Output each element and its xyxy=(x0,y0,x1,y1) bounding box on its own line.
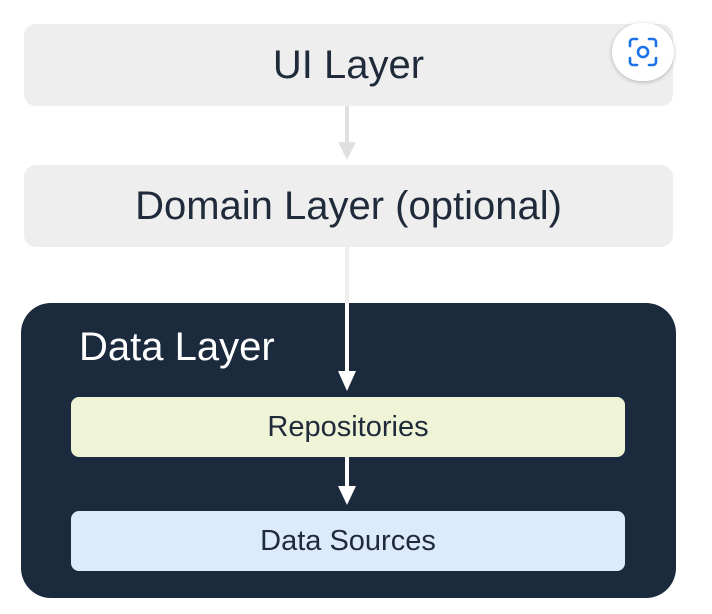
ui-layer-label: UI Layer xyxy=(272,42,425,87)
data-layer-title: Data Layer xyxy=(79,325,275,369)
google-lens-button[interactable] xyxy=(612,23,674,81)
repositories-box: Repositories xyxy=(71,397,625,457)
google-lens-icon xyxy=(628,37,658,67)
arrow-ui-to-domain xyxy=(338,106,356,160)
ui-layer-box: UI Layer xyxy=(24,24,673,106)
repositories-label: Repositories xyxy=(267,410,429,443)
data-sources-label: Data Sources xyxy=(260,524,436,557)
domain-layer-box: Domain Layer (optional) xyxy=(24,165,673,247)
data-sources-box: Data Sources xyxy=(71,511,625,571)
domain-layer-label: Domain Layer (optional) xyxy=(135,183,562,228)
data-layer-box: Data Layer Repositories Data Sources xyxy=(21,303,676,598)
